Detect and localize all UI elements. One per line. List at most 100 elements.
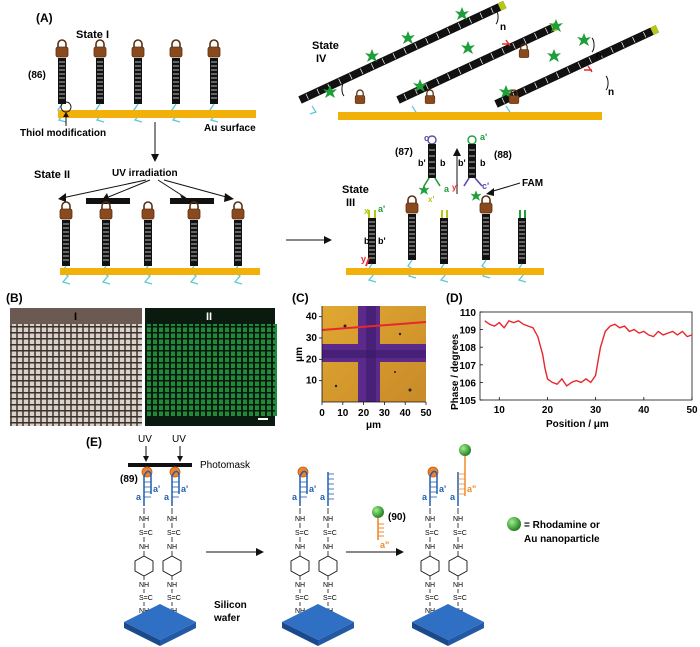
free-strand-90 [372,506,384,540]
image-i-grid [10,324,142,426]
svg-text:NH: NH [425,544,435,551]
panel-c-xtick: 40 [400,408,412,419]
panel-c-xlabel: μm [366,420,381,431]
svg-text:a: a [422,492,428,502]
phase-series-line [484,319,693,387]
svg-text:NH: NH [295,582,305,589]
n-label-1: n [500,22,506,33]
panel-c-xtick: 20 [358,408,370,419]
silicon-label-2: wafer [213,613,240,624]
image-ii-grid [145,324,277,416]
svg-text:a: a [320,492,326,502]
panel-d-ytick: 107 [459,361,476,372]
state-3-bp: b' [378,236,386,246]
svg-text:a: a [292,492,298,502]
svg-text:a": a" [467,484,476,494]
svg-text:NH: NH [295,516,305,523]
panel-a: (A) State I (86) Thiol modification Au s… [20,0,660,285]
au-surface-3 [346,268,544,275]
svg-text:NH: NH [425,608,435,615]
silicon-wafer-1 [124,604,196,646]
h87-a: a [444,184,450,194]
state-3-probes [365,195,527,283]
panel-d-ytick: 105 [459,396,476,407]
legend-line-1: = Rhodamine or [524,520,600,531]
svg-text:NH: NH [425,582,435,589]
panel-c-ylabel: μm [294,347,305,362]
panel-c-ytick: 10 [306,376,318,387]
panel-e-label: (E) [86,435,102,449]
silicon-label-1: Silicon [214,600,247,611]
panel-c-label: (C) [292,291,309,305]
h88-b: b [480,158,486,168]
svg-text:NH: NH [139,608,149,615]
h87-xp: x' [428,195,434,204]
state-3-label-1: State [342,184,369,196]
h88-ap: a' [480,132,487,142]
panel-c-ytick: 40 [306,312,318,323]
svg-text:a': a' [309,484,316,494]
svg-text:a': a' [153,484,160,494]
uv-label-1: UV [138,434,152,445]
panel-b: (B) I II [6,291,277,426]
state-3-b: b [364,236,370,246]
svg-text:NH: NH [139,544,149,551]
svg-text:a: a [136,492,142,502]
panel-c-xtick: 30 [379,408,391,419]
svg-text:NH: NH [295,544,305,551]
svg-text:S=C: S=C [167,595,181,602]
h88-bp: b' [458,158,466,168]
svg-text:S=C: S=C [139,530,153,537]
photomask-label: Photomask [200,460,251,471]
panel-c-ytick: 30 [306,333,318,344]
state-1-probes [55,39,221,123]
h88-yp: y' [452,183,458,192]
label-88: (88) [494,150,512,161]
svg-text:S=C: S=C [167,530,181,537]
panel-d-label: (D) [446,291,463,305]
panel-d-xtick: 30 [590,405,602,416]
state-4-label-2: IV [316,53,327,65]
svg-text:NH: NH [453,582,463,589]
panel-c-xtick: 10 [337,408,349,419]
hcr-polymers [298,0,660,115]
scale-bar [258,418,268,420]
panel-e: (E) UV UV Photomask (89) aa'NHS=CNHNHS=C… [86,434,600,646]
svg-text:a: a [164,492,170,502]
svg-text:S=C: S=C [453,595,467,602]
image-i-label: I [74,311,77,323]
mask-bar-1 [86,198,130,204]
panel-a-label: (A) [36,11,53,25]
label-87: (87) [395,147,413,158]
panel-d-ytick: 106 [459,378,476,389]
svg-text:NH: NH [323,582,333,589]
svg-text:NH: NH [323,544,333,551]
svg-text:S=C: S=C [425,595,439,602]
panel-d-xtick: 40 [638,405,650,416]
chemistry-chains: aa'NHS=CNHNHS=CNHaa'NHS=CNHNHS=CNHaa'NHS… [134,444,476,624]
panel-d-ylabel: Phase / degrees [450,333,461,410]
panel-b-label: (B) [6,291,23,305]
label-89: (89) [120,474,138,485]
state-3-label-2: III [346,197,355,209]
svg-text:S=C: S=C [453,530,467,537]
legend-line-2: Au nanoparticle [524,534,600,545]
state-1-label: State I [76,29,109,41]
svg-text:NH: NH [167,544,177,551]
svg-text:NH: NH [453,516,463,523]
svg-text:NH: NH [425,516,435,523]
panel-d-ytick: 110 [460,308,477,319]
label-86: (86) [28,70,46,81]
h87-c: c [424,133,429,143]
panel-c-xtick: 50 [420,408,432,419]
panel-c-ytick: 20 [306,354,318,365]
panel-d-xtick: 10 [494,405,506,416]
state-3-y: y [361,254,366,264]
svg-text:a: a [450,492,456,502]
svg-text:NH: NH [139,582,149,589]
afm-image [321,306,427,402]
plot-frame [479,311,693,401]
panel-d-ytick: 108 [459,343,476,354]
